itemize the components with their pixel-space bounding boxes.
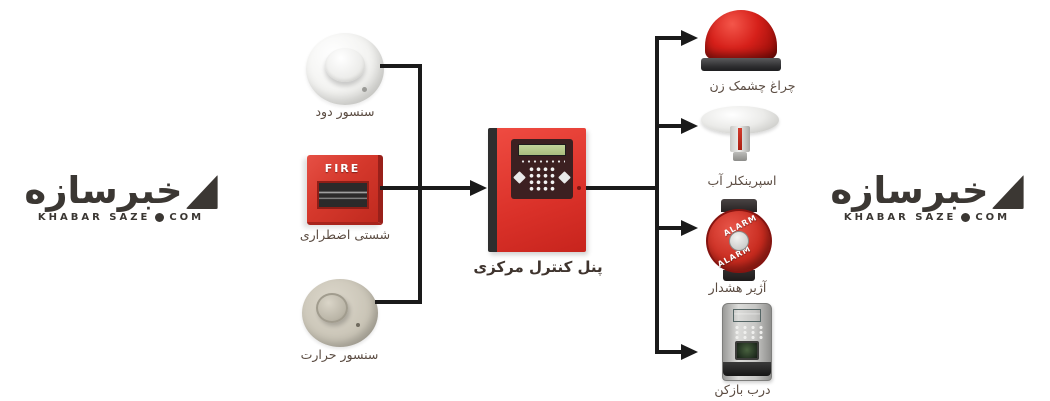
panel-door-lock	[577, 186, 581, 190]
logo-dot-icon	[961, 213, 971, 222]
watermark-latin-row: KHABAR SAZE COM	[844, 212, 1010, 223]
bell-mount-bottom	[723, 270, 755, 281]
panel-led-indicators	[518, 158, 565, 163]
door-opener-keypad	[731, 324, 763, 339]
arrowhead-to-door-icon	[681, 344, 698, 360]
wire-bus-to-door	[655, 350, 683, 354]
watermark-latin-text: KHABAR SAZE	[37, 212, 151, 223]
wire-right-bus	[655, 36, 659, 354]
wire-left-bus	[418, 64, 422, 304]
heat-sensor-cap	[316, 292, 349, 323]
strobe-light-label: چراغ چشمک زن	[709, 78, 796, 93]
emergency-call-point-label: شستی اضطراری	[299, 227, 391, 242]
sprinkler-body	[730, 126, 750, 152]
call-point-glass-window	[316, 181, 369, 209]
door-opener-label: درب بازکن	[714, 382, 771, 397]
heat-sensor-led	[355, 322, 360, 327]
logo-dot-icon	[155, 213, 165, 222]
emergency-call-point-device: FIRE	[307, 155, 383, 225]
smoke-sensor-device	[306, 33, 384, 105]
door-opener-base	[723, 362, 771, 376]
door-opener-device	[722, 303, 772, 381]
alarm-bell-device: ALARM ALARM	[704, 199, 774, 281]
smoke-sensor-label: سنسور دود	[315, 104, 375, 119]
control-panel-device	[488, 128, 586, 252]
watermark-tld-text: COM	[169, 212, 205, 223]
watermark-wordmark: خبرسازه	[24, 169, 218, 212]
arrowhead-to-bell-icon	[681, 220, 698, 236]
panel-nav-pad-left	[512, 171, 526, 184]
wire-panel-to-bus	[586, 186, 659, 190]
control-panel-faceplate	[510, 139, 573, 199]
watermark-tld-text: COM	[975, 212, 1011, 223]
water-sprinkler-label: اسپرینکلر آب	[707, 173, 777, 188]
sprinkler-deflector	[733, 152, 747, 161]
panel-nav-pad-right	[557, 171, 571, 184]
water-sprinkler-device	[700, 106, 780, 172]
strobe-base	[701, 58, 781, 71]
watermark-latin-row: KHABAR SAZE COM	[38, 212, 204, 223]
arrowhead-to-sprinkler-icon	[681, 118, 698, 134]
watermark-logo-right: خبرسازه KHABAR SAZE COM	[830, 169, 1024, 223]
door-opener-screen	[733, 309, 761, 322]
wire-bus-to-strobe	[655, 36, 683, 40]
smoke-sensor-cap	[325, 47, 365, 82]
alarm-bell-label: آژیر هشدار	[708, 280, 767, 295]
bell-striker	[729, 231, 749, 251]
control-panel-label: پنل کنترل مرکزی	[473, 258, 603, 276]
watermark-latin-text: KHABAR SAZE	[843, 212, 957, 223]
watermark-farsi-text: خبرسازه	[830, 169, 989, 212]
watermark-farsi-text: خبرسازه	[24, 169, 183, 212]
call-point-fire-text: FIRE	[324, 162, 361, 175]
wire-bus-to-sprinkler	[655, 124, 683, 128]
wire-smoke-to-bus	[380, 64, 422, 68]
panel-lcd-display	[517, 144, 566, 156]
bell-mount-top	[721, 199, 757, 212]
logo-triangle-icon	[185, 175, 218, 209]
wire-bus-to-bell	[655, 226, 683, 230]
bell-gong: ALARM ALARM	[706, 209, 772, 273]
arrowhead-to-strobe-icon	[681, 30, 698, 46]
wire-heat-to-bus	[375, 300, 422, 304]
smoke-sensor-led	[361, 87, 367, 93]
wire-callpoint-to-panel	[380, 186, 472, 190]
sprinkler-glass-bulb	[738, 128, 742, 150]
strobe-light-device	[701, 10, 781, 74]
watermark-wordmark: خبرسازه	[830, 169, 1024, 212]
arrowhead-into-panel-icon	[470, 180, 487, 196]
watermark-logo-left: خبرسازه KHABAR SAZE COM	[24, 169, 218, 223]
heat-sensor-device	[302, 279, 378, 347]
heat-sensor-label: سنسور حرارت	[300, 347, 379, 362]
logo-triangle-icon	[991, 175, 1024, 209]
panel-keypad	[526, 165, 557, 191]
strobe-dome	[705, 10, 777, 60]
door-opener-fingerprint-scanner	[735, 341, 759, 360]
